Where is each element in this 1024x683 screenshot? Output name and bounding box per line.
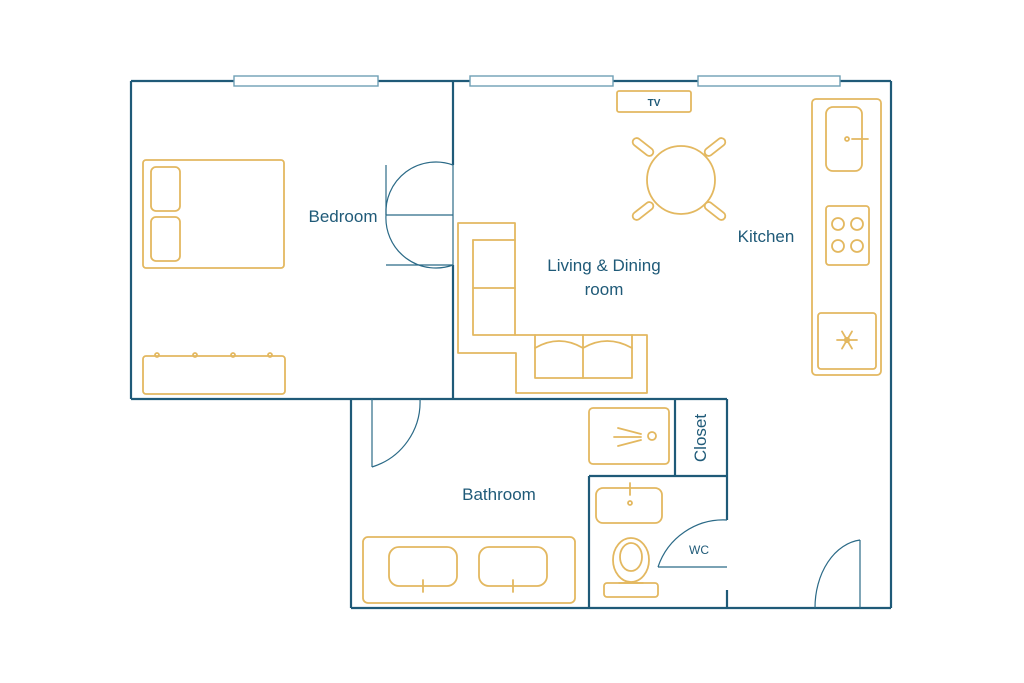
chair bbox=[631, 201, 655, 221]
chair bbox=[703, 201, 727, 221]
label-wc: WC bbox=[689, 543, 709, 557]
sofa bbox=[457, 222, 648, 394]
door-bathroom bbox=[371, 398, 421, 468]
chair bbox=[703, 137, 727, 157]
door-bedroom bbox=[385, 161, 454, 269]
kitchen-counter bbox=[811, 98, 882, 376]
stove bbox=[825, 205, 870, 266]
tv bbox=[616, 90, 692, 113]
chair bbox=[631, 137, 655, 157]
fridge bbox=[817, 312, 877, 370]
label-closet: Closet bbox=[691, 414, 710, 462]
labels: Bedroom Living & Dining room Kitchen Bat… bbox=[309, 98, 795, 557]
double-vanity bbox=[362, 536, 576, 604]
toilet bbox=[603, 537, 659, 598]
wc-sink bbox=[595, 482, 663, 524]
door-entrance bbox=[814, 539, 861, 609]
door-wc bbox=[657, 519, 728, 568]
label-kitchen: Kitchen bbox=[738, 227, 795, 246]
snowflake-icon bbox=[836, 330, 858, 350]
furniture bbox=[142, 90, 882, 604]
windows bbox=[233, 75, 841, 87]
window-living bbox=[469, 75, 614, 87]
window-kitchen bbox=[697, 75, 841, 87]
dining-table bbox=[631, 137, 727, 221]
doors bbox=[371, 161, 861, 609]
window-bedroom bbox=[233, 75, 379, 87]
label-living-line1: Living & Dining bbox=[547, 256, 660, 275]
label-living-line2: room bbox=[585, 280, 624, 299]
label-tv: TV bbox=[648, 98, 661, 109]
bed bbox=[142, 159, 285, 269]
shower bbox=[588, 407, 670, 465]
wardrobe bbox=[142, 352, 286, 395]
label-bathroom: Bathroom bbox=[462, 485, 536, 504]
label-bedroom: Bedroom bbox=[309, 207, 378, 226]
